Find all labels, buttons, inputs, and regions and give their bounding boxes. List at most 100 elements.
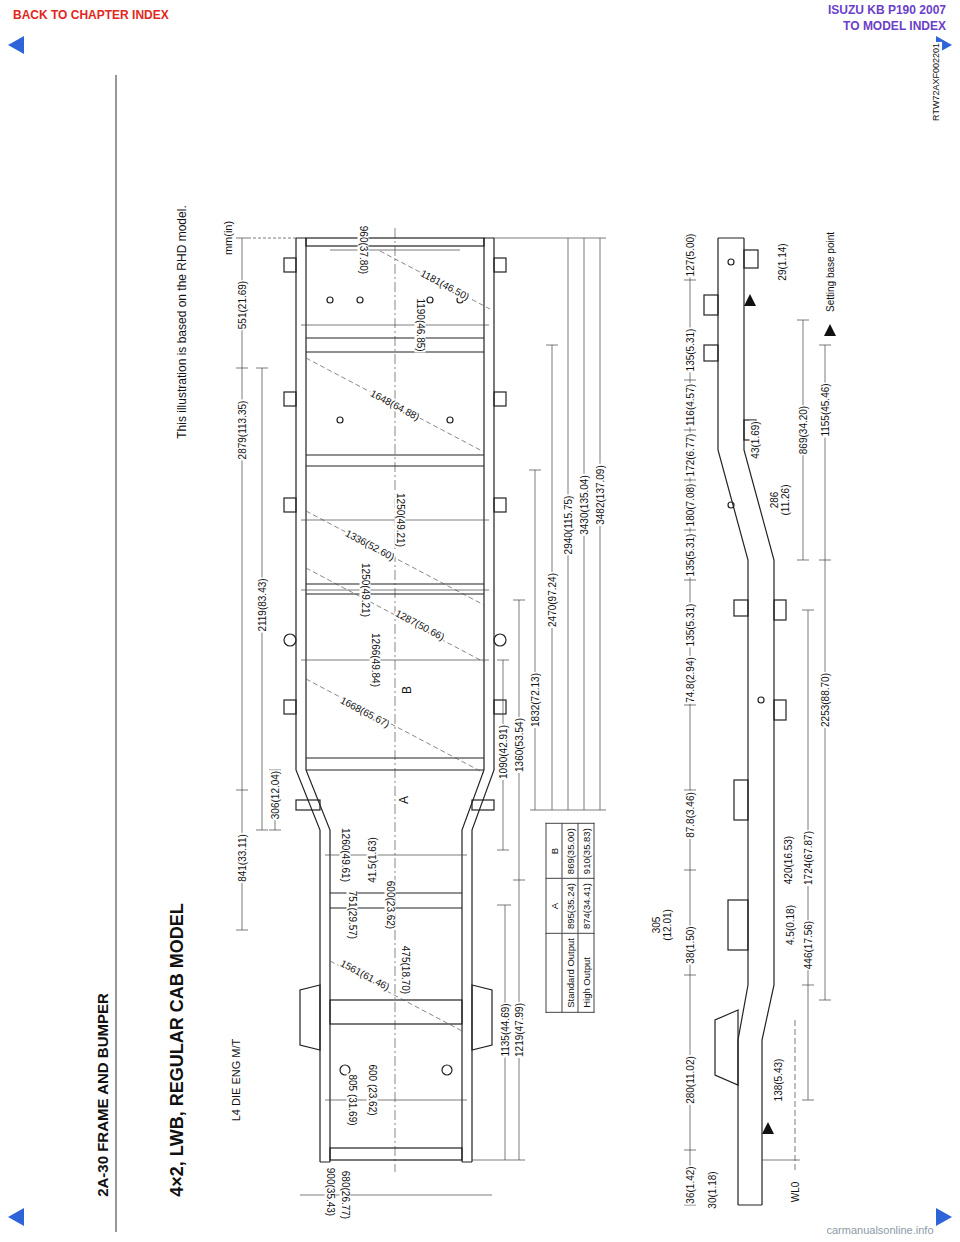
dimension-label: 1155(45.46) [820, 382, 831, 437]
nav-arrow [8, 1208, 24, 1226]
table-cell: Standard Output [562, 934, 578, 1013]
header-rule [116, 75, 117, 1232]
dimension-label: 1250(49.21) [360, 562, 371, 618]
dimension-line [301, 660, 489, 661]
dimension-line [256, 368, 268, 830]
diagonal-dimension-line [306, 251, 490, 1031]
dimension-label: 4.5(0.18) [785, 904, 796, 946]
dimension-label: 135(5.31) [685, 533, 696, 578]
dimension-label: 127(5.00) [685, 233, 696, 278]
dimension-line [301, 590, 489, 591]
dimension-label: 74.8(2.94) [685, 656, 696, 704]
dimension-label: 1336(52.60) [343, 527, 398, 563]
waterline-label: WL0 [790, 1181, 801, 1204]
diagonal-dimension-line [306, 358, 484, 452]
diagonal-dimension-line [306, 568, 484, 662]
engine-note: L4 DIE ENG M/T [230, 1038, 242, 1123]
frame-plan [427, 297, 433, 303]
dimension-label: 805 (31.69) [347, 1073, 358, 1126]
table-text: 874(34.41) [581, 883, 592, 929]
frame-side [704, 345, 718, 361]
dimension-label: 600 (23.62) [367, 1063, 378, 1116]
frame-side [715, 1010, 738, 1085]
table-row: High Output874(34.41)910(35.83) [578, 824, 594, 1013]
dimension-line [248, 238, 296, 239]
center-line [395, 228, 396, 1172]
dimension-label: 38(1.50) [685, 925, 696, 964]
frame-side [774, 700, 786, 720]
dimension-label: 30(1.18) [707, 1170, 718, 1209]
frame-plan [284, 634, 296, 646]
frame-plan [494, 392, 506, 406]
frame-side [774, 600, 786, 620]
dimension-label: 1135(44.69) [500, 1002, 511, 1057]
table-text: 869(35.00) [565, 828, 576, 874]
dimension-line [269, 770, 281, 830]
setting-base-point [744, 294, 774, 1134]
frame-side [704, 238, 786, 1205]
frame-plan [284, 498, 296, 512]
dimension-line [472, 1160, 525, 1161]
dimension-label: 1260(49.61) [340, 827, 351, 883]
table-text: Standard Output [565, 938, 576, 1008]
dimension-line [530, 810, 606, 811]
frame-plan [306, 238, 330, 1162]
dimension-label: 446(17.56) [803, 920, 814, 970]
dimension-line [301, 325, 489, 326]
dimension-label: 1832(72.13) [530, 672, 541, 728]
table-cell [546, 934, 562, 1013]
table-row: Standard Output895(35.24)869(35.00) [562, 824, 578, 1013]
dimension-label: 3482(137.09) [595, 464, 606, 526]
dimension-line [762, 1160, 800, 1161]
legend-swatch [824, 324, 836, 336]
table-cell: 910(35.83) [578, 824, 594, 879]
diagonal-dimension-line [306, 679, 484, 773]
frame-plan [296, 238, 494, 1162]
dimension-line [497, 345, 558, 905]
frame-plan [284, 238, 506, 1162]
dimension-label: 1668(65.67) [338, 694, 393, 730]
output-table: ABStandard Output895(35.24)869(35.00)Hig… [546, 823, 595, 1013]
frame-plan [284, 258, 296, 272]
frame-plan [306, 455, 484, 466]
dimension-label: 305 (12.01) [651, 904, 673, 946]
dimension-label: 135(5.31) [685, 328, 696, 373]
note: This illustration is based on the RHD mo… [176, 204, 189, 439]
dimension-label: 2940(115.75) [563, 495, 574, 556]
dimension-label: 841(33.11) [237, 833, 248, 883]
dimension-label: 2879(113.35) [237, 400, 248, 461]
frame-side [728, 900, 748, 950]
table-cell: 874(34.41) [578, 879, 594, 934]
frame-plan [472, 985, 492, 1050]
frame-plan [284, 392, 296, 406]
dimension-line [236, 238, 248, 930]
table-row: AB [546, 824, 562, 1013]
dimension-label: 2119(83.43) [257, 577, 268, 632]
diagonal-dimension-line [380, 251, 490, 309]
manual-name: ISUZU KB P190 2007 [827, 4, 947, 17]
nav-arrow [8, 36, 24, 54]
dimension-label: 1287(50.66) [393, 607, 448, 643]
frame-plan [327, 297, 333, 303]
dimension-label: 41.5(1.63) [367, 836, 378, 884]
dimension-label: 1360(53.54) [514, 717, 525, 773]
dimension-label: 306(12.04) [270, 770, 281, 820]
frame-plan [337, 417, 343, 423]
dimension-line [330, 250, 460, 251]
table-text: B [549, 848, 560, 854]
dimension-label: 420(16.53) [783, 835, 794, 885]
dimension-label: 1266(49.84) [370, 632, 381, 688]
frame-side [718, 238, 762, 1205]
frame-plan [494, 634, 506, 646]
dimension-label: 1190(46.85) [415, 297, 426, 352]
frame-plan [442, 1065, 452, 1075]
frame-side [734, 600, 748, 616]
frame-plan [306, 584, 484, 594]
frame-plan [296, 800, 320, 810]
dimension-label: 600(23.62) [385, 880, 396, 930]
dimension-label: 29(1.14) [777, 242, 788, 281]
frame-side [734, 780, 748, 820]
setting-base-point [744, 294, 756, 306]
table-cell: A [546, 879, 562, 934]
frame-plan [447, 417, 453, 423]
